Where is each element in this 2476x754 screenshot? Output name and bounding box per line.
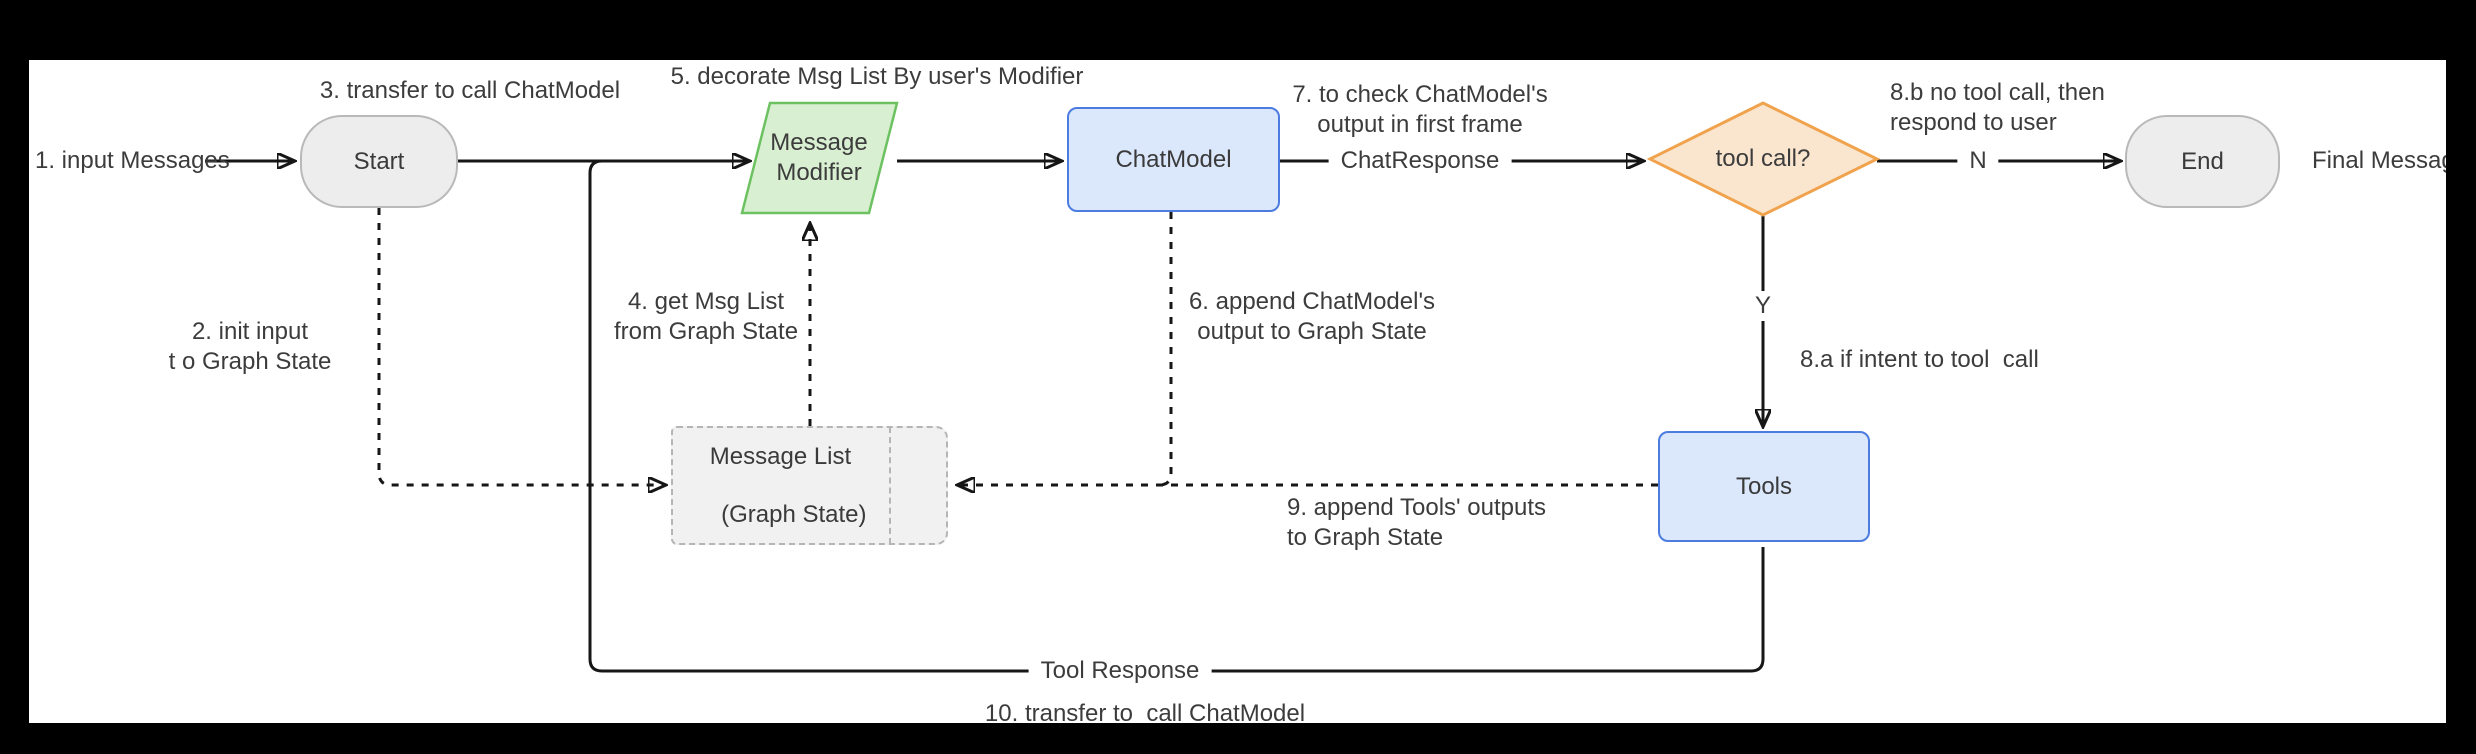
tool-call-decision-node [1646,101,1881,217]
start-node: Start [300,115,458,208]
edge-chatmodel-to-message-list-dashed [1158,212,1173,487]
letterbox-left [0,0,29,754]
label-input-messages: 1. input Messages [35,147,230,174]
letterbox-top [0,0,2476,60]
label-final-message: Final Message [2312,147,2469,174]
end-node-label: End [2181,148,2224,175]
tool-call-decision-label: tool call? [1715,145,1811,172]
tools-node: Tools [1658,431,1870,542]
edge-tools-loop-back [588,159,1765,673]
tools-node-label: Tools [1735,473,1793,500]
label-transfer-to-call-chatmodel-10: 10. transfer to call ChatModel [984,700,1306,727]
message-modifier-node [740,101,899,215]
message-list-node-label: Message List (Graph State) [709,443,867,528]
label-tool-response: Tool Response [1028,656,1212,686]
label-transfer-to-call-chatmodel: 3. transfer to call ChatModel [319,77,621,104]
edge-start-to-message-list-dashed [377,208,665,485]
letterbox-right [2446,0,2476,754]
label-if-intent-tool-call: 8.a if intent to tool call [1800,346,2039,373]
message-list-node: Message List (Graph State) [671,426,948,545]
chatmodel-node: ChatModel [1067,107,1280,212]
start-node-label: Start [353,148,405,175]
chatmodel-node-label: ChatModel [1115,146,1232,173]
label-y-branch: Y [1742,291,1784,321]
label-n-branch: N [1957,146,1999,176]
letterbox-bottom [0,723,2476,754]
label-chat-response: ChatResponse [1328,146,1512,176]
message-list-divider [889,427,891,544]
label-decorate-msg-list: 5. decorate Msg List By user's Modifier [670,63,1084,90]
end-node: End [2125,115,2280,208]
